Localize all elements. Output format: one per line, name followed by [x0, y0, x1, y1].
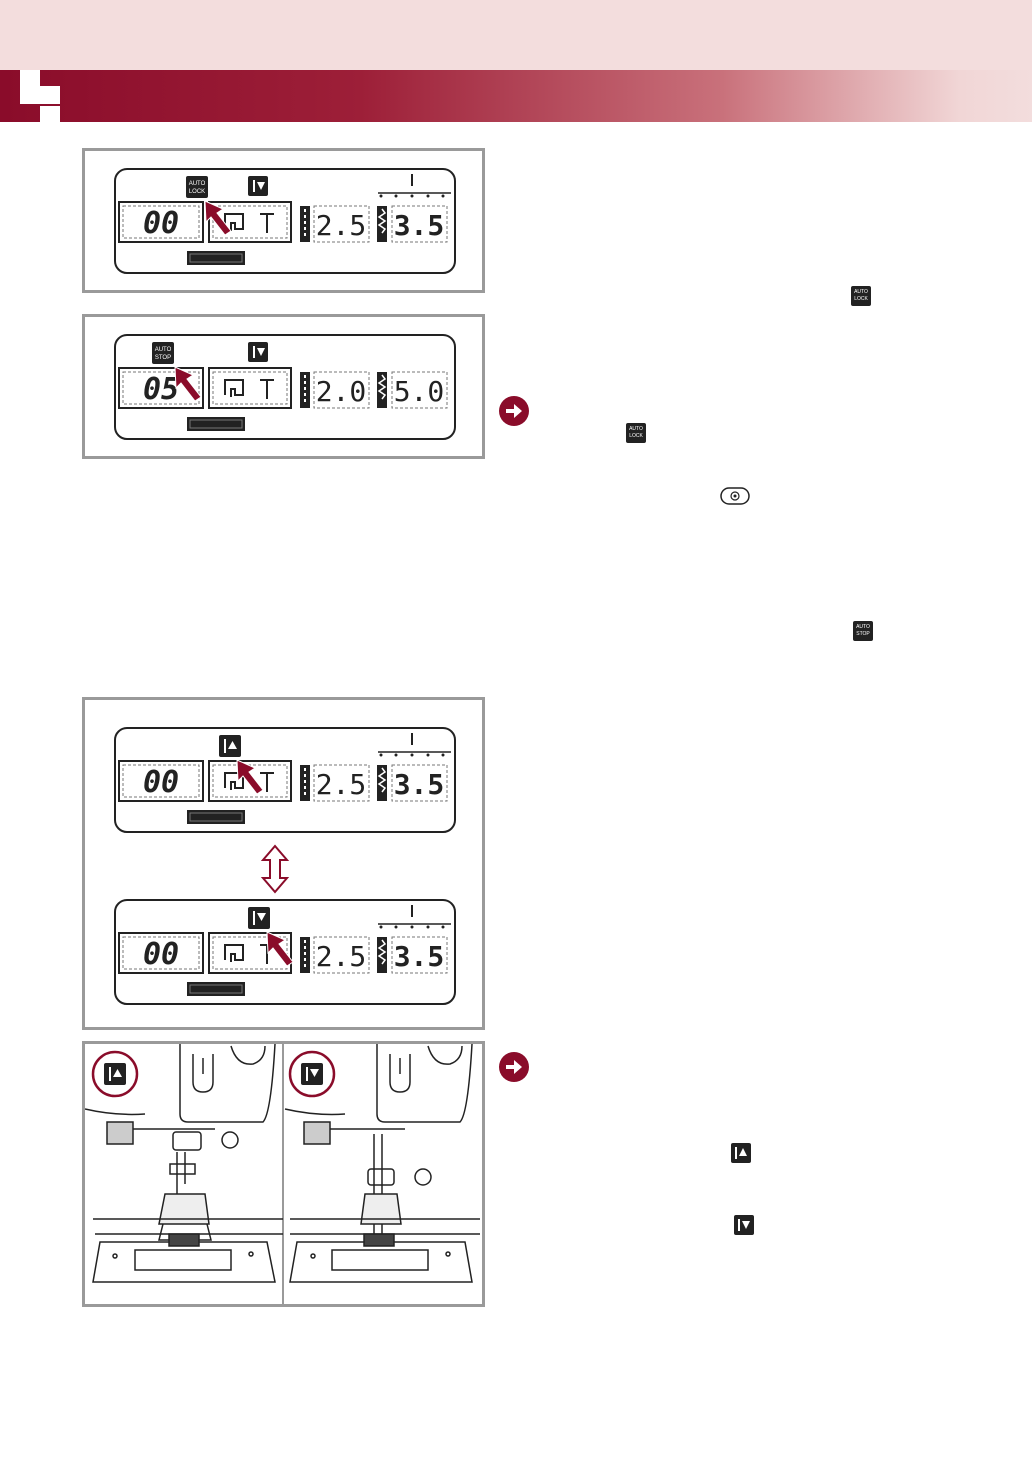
presser-foot-icon: [224, 379, 274, 399]
arrow-bullet-icon: [499, 396, 529, 426]
needle-down-icon: [248, 342, 268, 362]
stitch-width-value: 5.0: [394, 375, 445, 408]
pointer-arrow: [204, 200, 232, 236]
svg-text:LOCK: LOCK: [189, 189, 205, 195]
needle-up-icon: [731, 1143, 751, 1163]
figure-auto-stop-display: AUTO STOP 05 2.0 5.0: [82, 314, 485, 459]
figure-auto-lock-display: AUTO LOCK 00 2.5: [82, 148, 485, 293]
pointer-arrow: [236, 759, 264, 795]
checker-corner-icon: [20, 70, 60, 122]
arrow-bullet-icon: [499, 1052, 529, 1082]
figure-needle-position-toggle: 00 2.5 3.5: [82, 697, 485, 1030]
pattern-number: 00: [143, 206, 179, 241]
sewing-machine-illustration: [85, 1044, 480, 1304]
width-scale: [378, 174, 451, 198]
pointer-arrow: [266, 931, 294, 967]
start-stop-button-icon: [720, 487, 750, 505]
stitch-width-value: 3.5: [394, 768, 445, 801]
auto-lock-icon: AUTO LOCK: [186, 176, 208, 198]
needle-down-icon: [248, 907, 270, 929]
stitch-length-value: 2.5: [316, 209, 367, 242]
section-title-bar: [0, 70, 1032, 122]
width-scale: [378, 905, 451, 929]
pattern-number: 00: [143, 937, 179, 972]
svg-text:AUTO: AUTO: [155, 347, 172, 353]
stitch-width-value: 3.5: [394, 209, 445, 242]
pattern-number: 00: [143, 765, 179, 800]
needle-up-badge-icon: [91, 1050, 139, 1098]
auto-stop-icon: AUTO STOP: [152, 342, 174, 364]
needle-down-icon: [248, 176, 268, 196]
toggle-double-arrow-icon: [260, 844, 290, 894]
needle-down-badge-icon: [288, 1050, 336, 1098]
needle-down-panel: [284, 1044, 480, 1283]
pointer-arrow: [174, 366, 202, 402]
stitch-length-value: 2.0: [316, 375, 367, 408]
lcd-display: AUTO STOP 05 2.0 5.0: [114, 334, 456, 440]
needle-down-icon: [734, 1215, 754, 1235]
svg-text:STOP: STOP: [155, 355, 171, 361]
presser-foot-icon: [224, 213, 274, 233]
needle-up-icon: [219, 735, 241, 757]
width-scale: [378, 733, 451, 757]
svg-text:AUTO: AUTO: [189, 181, 206, 187]
presser-foot-icon: [224, 772, 274, 792]
stitch-width-value: 3.5: [394, 940, 445, 973]
lcd-display-needle-up: 00 2.5 3.5: [114, 727, 456, 1005]
lcd-display: AUTO LOCK 00 2.5: [114, 168, 456, 274]
stitch-length-value: 2.5: [316, 940, 367, 973]
pattern-number: 05: [143, 372, 179, 407]
stitch-length-value: 2.5: [316, 768, 367, 801]
top-band: [0, 0, 1032, 70]
figure-needle-position-illustration: [82, 1041, 485, 1307]
needle-up-panel: [85, 1044, 283, 1283]
